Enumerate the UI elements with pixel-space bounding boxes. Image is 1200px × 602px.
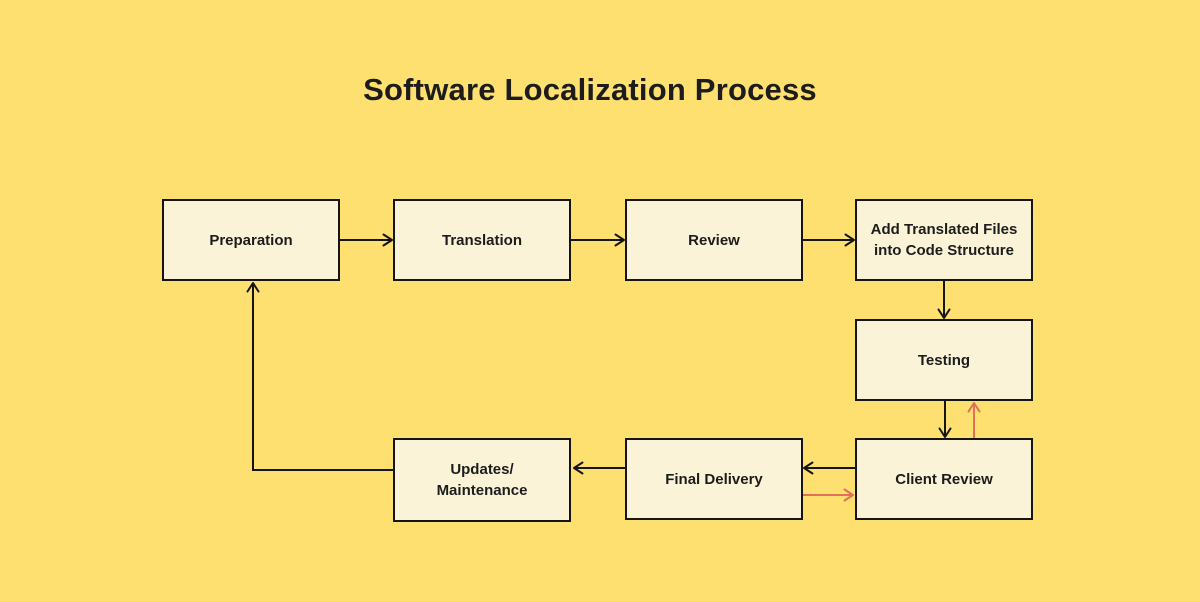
- node-updates-maintenance: Updates/ Maintenance: [393, 438, 571, 522]
- arrow-updates-to-preparation: [246, 282, 393, 471]
- node-final-delivery-label: Final Delivery: [665, 470, 763, 488]
- node-preparation-label: Preparation: [209, 231, 293, 249]
- node-testing-label: Testing: [917, 351, 971, 369]
- node-add-translated-files-label: Add Translated Files into Code Structure: [870, 221, 1018, 259]
- node-client-review-label: Client Review: [895, 470, 993, 488]
- node-translation-label: Translation: [441, 231, 523, 249]
- node-client-review: Client Review: [855, 438, 1033, 520]
- node-testing: Testing: [855, 319, 1033, 401]
- node-updates-maintenance-label: Updates/ Maintenance: [436, 461, 528, 499]
- diagram-title: Software Localization Process: [363, 72, 817, 107]
- node-review-label: Review: [688, 231, 740, 249]
- node-translation: Translation: [393, 199, 571, 281]
- node-final-delivery: Final Delivery: [625, 438, 803, 520]
- node-review: Review: [625, 199, 803, 281]
- node-add-translated-files: Add Translated Files into Code Structure: [855, 199, 1033, 281]
- node-preparation: Preparation: [162, 199, 340, 281]
